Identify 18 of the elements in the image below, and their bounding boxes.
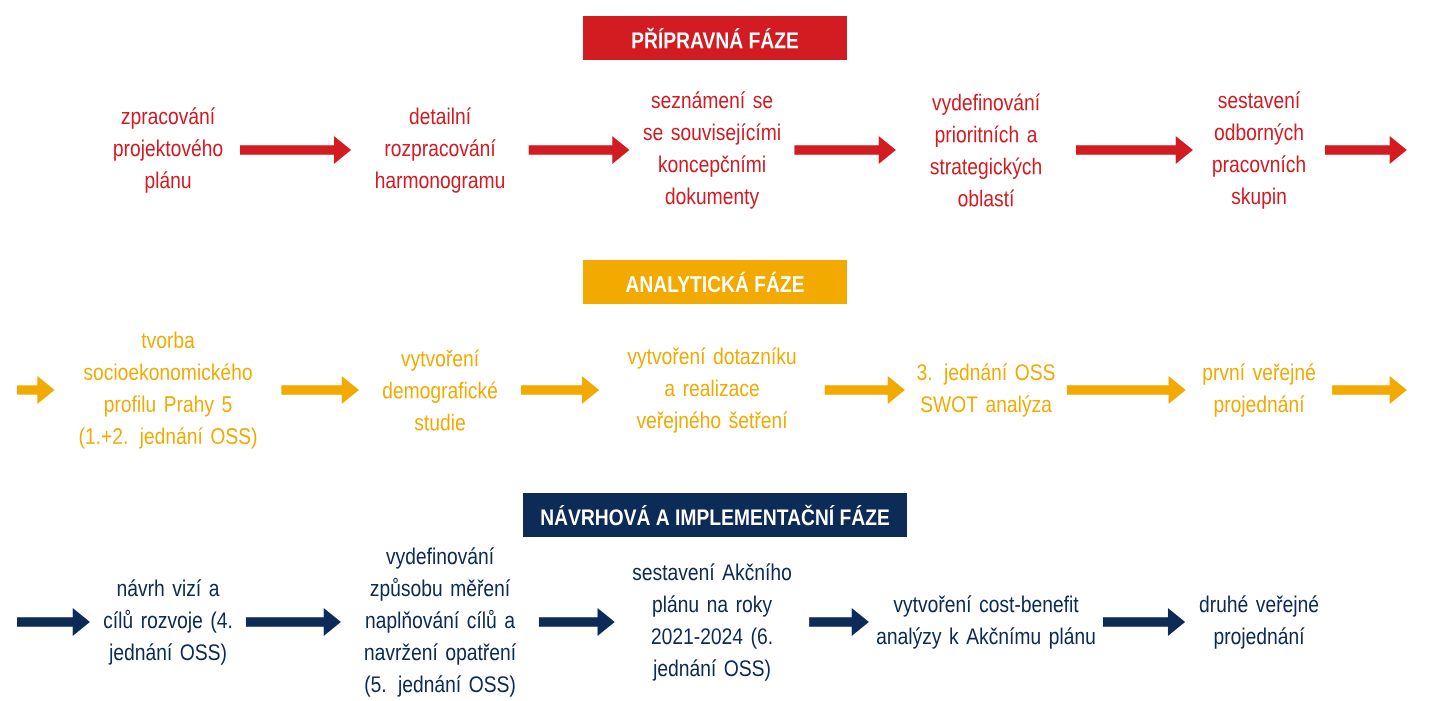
phase-banner: PŘÍPRAVNÁ FÁZE: [583, 16, 847, 60]
step-text: seznámení se se souvisejícími koncepčními dokumenty: [643, 91, 780, 209]
step-text: první veřejné projednání: [1203, 363, 1315, 417]
step-text: sestavení odborných pracovních skupin: [1213, 91, 1305, 209]
step-text: detailní rozpracování harmonogramu: [376, 107, 505, 193]
step-text: vydefinování způsobu měření naplňování cílů a navržení opatření (5. jednání OSS): [365, 547, 516, 697]
step-text: tvorba socioekonomického profilu Prahy 5 (1.+2. jednání OSS): [79, 331, 257, 449]
step-text: vytvoření cost-benefit analýzy k Akčnímu plánu: [876, 595, 1095, 649]
step-text: 3. jednání OSS SWOT analýza: [917, 363, 1055, 417]
phase-banner: ANALYTICKÁ FÁZE: [583, 260, 847, 304]
step-text: vytvoření dotazníku a realizace veřejného šetření: [627, 347, 796, 433]
step-text: sestavení Akčního plánu na roky 2021-2024 (6. jednání OSS): [632, 563, 791, 681]
step-text: vydefinování prioritních a strategických oblastí: [930, 93, 1041, 207]
step-text: zpracování projektového plánu: [114, 107, 223, 193]
phase-banner: NÁVRHOVÁ A IMPLEMENTAČNÍ FÁZE: [523, 493, 907, 537]
step-text: vytvoření demografické studie: [383, 349, 497, 431]
step-text: druhé veřejné projednání: [1199, 595, 1319, 649]
step-text: návrh vizí a cílů rozvoje (4. jednání OSS): [104, 579, 232, 665]
